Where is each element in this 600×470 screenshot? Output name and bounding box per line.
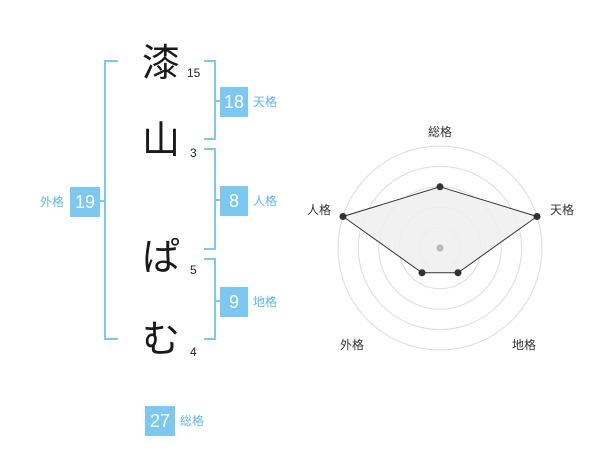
jinkaku-value: 8 [220,186,248,216]
radar-label-gaikaku: 外格 [340,338,365,352]
gaikaku-tick [98,200,106,202]
gaikaku-label: 外格 [40,195,65,209]
tenkaku-tick [214,100,221,102]
stroke-count-4: 4 [190,345,197,359]
name-char-4: む [141,317,180,361]
soukaku-label: 総格 [180,414,205,428]
radar-polygon [341,186,539,274]
chikaku-bracket [204,258,216,340]
chikaku-value: 9 [220,287,248,317]
name-char-3: ぱ [141,235,180,279]
gaikaku-value: 19 [70,187,100,217]
radar-grid-circle [357,165,523,331]
radar-label-tenkaku: 天格 [550,203,575,217]
radar-point-0 [436,183,444,191]
radar-point-1 [533,212,541,220]
chikaku-tick [214,300,221,302]
stroke-count-1: 15 [187,66,201,80]
radar-label-soukaku: 総格 [428,125,453,139]
radar-point-4 [339,212,347,220]
stroke-count-3: 5 [190,263,197,277]
radar-grid-circle [337,145,543,351]
stroke-count-2: 3 [190,146,197,160]
tenkaku-value: 18 [220,87,248,117]
radar-point-2 [454,269,462,277]
radar-center-dot [436,244,444,252]
soukaku-value: 27 [145,406,175,436]
radar-point-3 [418,269,426,277]
radar-label-jinkaku: 人格 [307,203,332,217]
tenkaku-label: 天格 [253,95,278,109]
radar-label-chikaku: 地格 [512,338,537,352]
jinkaku-tick [214,199,221,201]
name-char-1: 漆 [141,41,180,85]
name-char-2: 山 [141,118,180,162]
jinkaku-label: 人格 [253,194,278,208]
chikaku-label: 地格 [253,295,278,309]
